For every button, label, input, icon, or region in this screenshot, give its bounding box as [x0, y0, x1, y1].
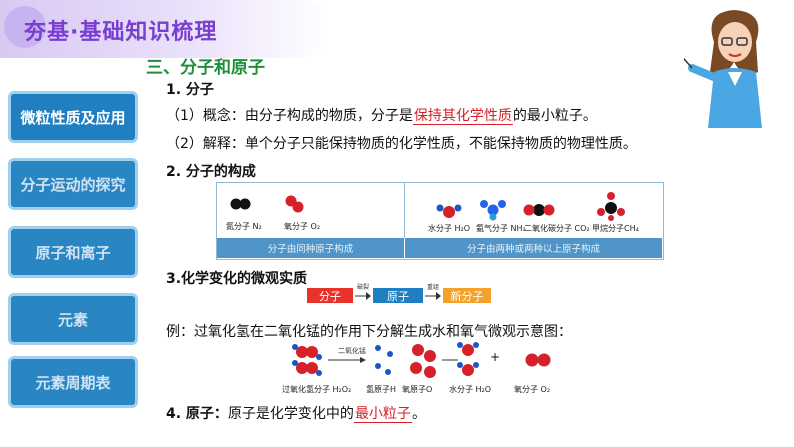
label-nitrogen: 氮分子 N₂ [226, 222, 262, 231]
sidebar-item-molecular-motion[interactable]: 分子运动的探究 [8, 158, 138, 210]
flow-step-new-molecule: 新分子 [443, 288, 491, 303]
heading-composition: 2. 分子的构成 [166, 164, 256, 180]
molecule-drawings [230, 192, 625, 221]
label-ammonia: 氨气分子 NH₃ [476, 224, 526, 233]
sidebar-item-particle-properties[interactable]: 微粒性质及应用 [8, 91, 138, 143]
atom-post: 。 [411, 406, 426, 422]
atom-body: 原子是化学变化中的 [227, 406, 354, 422]
page-title: 夯基·基础知识梳理 [24, 20, 218, 45]
atom-definition: 4. 原子：原子是化学变化中的最小粒子。 [166, 403, 426, 423]
sidebar-item-label: 元素 [57, 310, 88, 329]
label-co2: 二氧化碳分子 CO₂ [524, 224, 590, 233]
section-title: 三、分子和原子 [146, 58, 265, 78]
panel-divider [404, 182, 405, 238]
concept-post: 的最小粒子。 [512, 108, 597, 124]
explain-line: （2）解释：单个分子只能保持物质的化学性质，不能保持物质的物理性质。 [166, 136, 637, 152]
label-oxygen-product: 氧分子 O₂ [514, 385, 551, 394]
flow-arrow-icon [355, 292, 371, 300]
sidebar-item-atoms-ions[interactable]: 原子和离子 [8, 226, 138, 278]
reaction-diagram [292, 342, 551, 378]
flow-step-molecule: 分子 [307, 288, 353, 303]
bar-same-atoms: 分子由同种原子构成 [217, 238, 404, 258]
teacher-illustration [684, 10, 762, 128]
concept-line: （1）概念：由分子构成的物质，分子是保持其化学性质的最小粒子。 [166, 105, 597, 125]
sidebar-item-label: 元素周期表 [35, 373, 111, 392]
heading-molecule: 1. 分子 [166, 82, 214, 98]
flow-arrow-label-recombine: 重组 [427, 284, 440, 291]
concept-keyword: 保持其化学性质 [412, 108, 513, 125]
label-water: 水分子 H₂O [428, 224, 471, 233]
label-methane: 甲烷分子CH₄ [592, 224, 639, 233]
sidebar-item-periodic-table[interactable]: 元素周期表 [8, 356, 138, 408]
sidebar-item-elements[interactable]: 元素 [8, 293, 138, 345]
title-decor-circle [4, 6, 46, 48]
atom-heading: 4. 原子： [166, 406, 228, 422]
sidebar-item-label: 原子和离子 [35, 243, 111, 262]
atom-keyword: 最小粒子 [353, 406, 412, 423]
concept-pre: （1）概念：由分子构成的物质，分子是 [166, 108, 413, 124]
bar-different-atoms: 分子由两种或两种以上原子构成 [405, 238, 662, 258]
label-water-product: 水分子 H₂O [449, 385, 492, 394]
flow-arrow-label-break: 破裂 [357, 284, 370, 291]
heading-chemical-change: 3.化学变化的微观实质 [166, 271, 308, 287]
flow-step-atom: 原子 [373, 288, 423, 303]
example-text: 例：过氧化氢在二氧化锰的作用下分解生成水和氧气微观示意图： [166, 324, 572, 340]
reaction-catalyst: 二氧化锰 [338, 347, 366, 355]
reaction-plus: + [490, 350, 501, 364]
label-h-atom: 氢原子H [366, 385, 397, 394]
sidebar-item-label: 微粒性质及应用 [20, 108, 126, 127]
sidebar-item-label: 分子运动的探究 [20, 175, 126, 194]
label-h2o2: 过氧化氢分子 H₂O₂ [282, 385, 352, 394]
flow-arrow-icon [425, 292, 441, 300]
title-banner [0, 0, 330, 58]
label-o-atom: 氧原子O [402, 385, 433, 394]
label-oxygen: 氧分子 O₂ [284, 222, 321, 231]
